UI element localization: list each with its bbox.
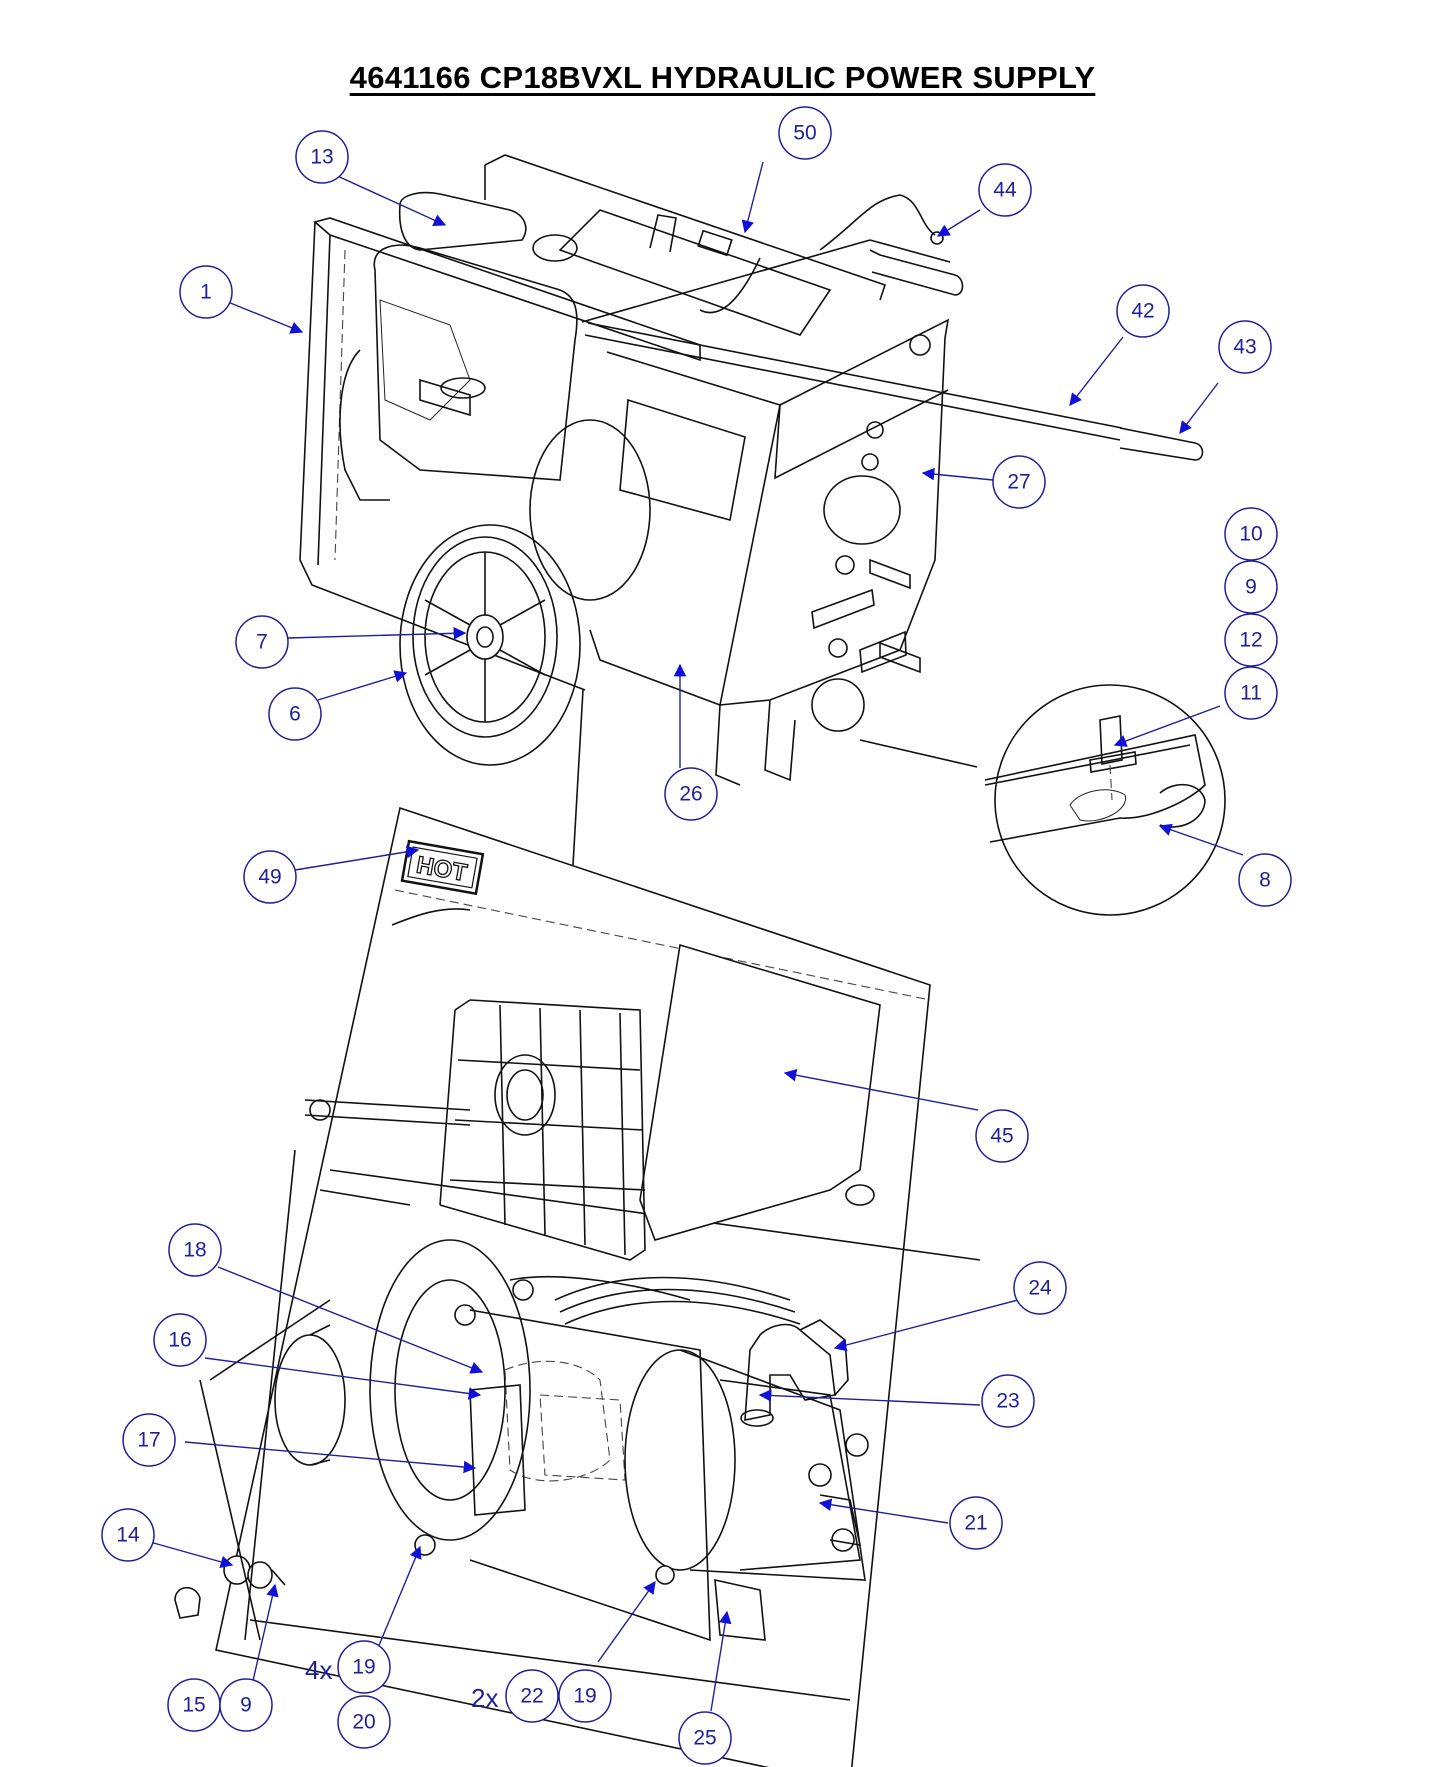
- svg-text:24: 24: [1028, 1277, 1052, 1300]
- callout-6: 6: [268, 687, 322, 741]
- callout-12: 12: [1224, 613, 1278, 667]
- upper-assembly-art: [299, 154, 1204, 866]
- quantity-4x: 4x: [305, 1655, 332, 1685]
- callout-13: 13: [295, 130, 349, 184]
- svg-text:10: 10: [1239, 523, 1262, 546]
- svg-text:49: 49: [258, 866, 281, 889]
- callout-45: 45: [975, 1109, 1029, 1163]
- callout-15: 15: [167, 1678, 221, 1732]
- svg-text:26: 26: [679, 783, 702, 806]
- callout-1: 1: [179, 265, 233, 319]
- callout-10: 10: [1224, 507, 1278, 561]
- hot-label: HOT: [400, 839, 485, 896]
- callout-26: 26: [664, 767, 718, 821]
- svg-text:20: 20: [352, 1711, 375, 1734]
- svg-text:25: 25: [693, 1727, 716, 1750]
- lower-detail-art: HOT: [174, 806, 981, 1767]
- svg-text:15: 15: [182, 1694, 205, 1717]
- callout-18: 18: [168, 1223, 222, 1277]
- callout-14: 14: [101, 1508, 155, 1562]
- svg-text:22: 22: [520, 1685, 543, 1708]
- svg-text:19: 19: [573, 1685, 596, 1708]
- svg-text:42: 42: [1131, 300, 1154, 323]
- callout-9-bottom: 9: [219, 1678, 273, 1732]
- callout-27: 27: [992, 455, 1046, 509]
- svg-text:7: 7: [256, 631, 268, 654]
- svg-text:13: 13: [310, 146, 333, 169]
- svg-text:14: 14: [116, 1524, 140, 1547]
- svg-text:11: 11: [1240, 682, 1262, 705]
- callout-11: 11: [1224, 666, 1278, 720]
- svg-text:17: 17: [137, 1429, 160, 1452]
- svg-text:21: 21: [964, 1512, 987, 1535]
- callout-43: 43: [1218, 320, 1272, 374]
- callout-17: 17: [122, 1413, 176, 1467]
- quantity-2x: 2x: [471, 1683, 498, 1713]
- svg-text:6: 6: [289, 703, 301, 726]
- callout-19-right: 19: [558, 1669, 612, 1723]
- callout-44: 44: [978, 163, 1032, 217]
- callout-8: 8: [1238, 853, 1292, 907]
- callout-7: 7: [235, 615, 289, 669]
- svg-text:16: 16: [168, 1329, 191, 1352]
- svg-text:9: 9: [240, 1694, 252, 1717]
- page-title: 4641166 CP18BVXL HYDRAULIC POWER SUPPLY: [349, 60, 1096, 95]
- svg-text:23: 23: [996, 1390, 1019, 1413]
- callout-25: 25: [678, 1711, 732, 1765]
- svg-text:18: 18: [183, 1239, 206, 1262]
- callout-9: 9: [1224, 560, 1278, 614]
- callout-23: 23: [981, 1374, 1035, 1428]
- callout-42: 42: [1116, 284, 1170, 338]
- callout-22: 22: [505, 1669, 559, 1723]
- svg-text:9: 9: [1245, 576, 1257, 599]
- callout-21: 21: [949, 1496, 1003, 1550]
- svg-text:44: 44: [993, 179, 1017, 202]
- svg-text:43: 43: [1233, 336, 1256, 359]
- callout-20: 20: [337, 1695, 391, 1749]
- callout-16: 16: [153, 1313, 207, 1367]
- svg-text:50: 50: [793, 122, 816, 145]
- callout-49: 49: [243, 850, 297, 904]
- callout-50: 50: [778, 106, 832, 160]
- mount-detail-art: [984, 684, 1226, 916]
- callout-24: 24: [1013, 1261, 1067, 1315]
- callout-19-left: 19: [337, 1640, 391, 1694]
- svg-text:19: 19: [352, 1656, 375, 1679]
- svg-text:27: 27: [1007, 471, 1030, 494]
- svg-text:1: 1: [200, 281, 212, 304]
- leader-lines: [149, 161, 1244, 1712]
- svg-text:45: 45: [990, 1125, 1013, 1148]
- svg-text:12: 12: [1239, 629, 1262, 652]
- svg-text:8: 8: [1259, 869, 1271, 892]
